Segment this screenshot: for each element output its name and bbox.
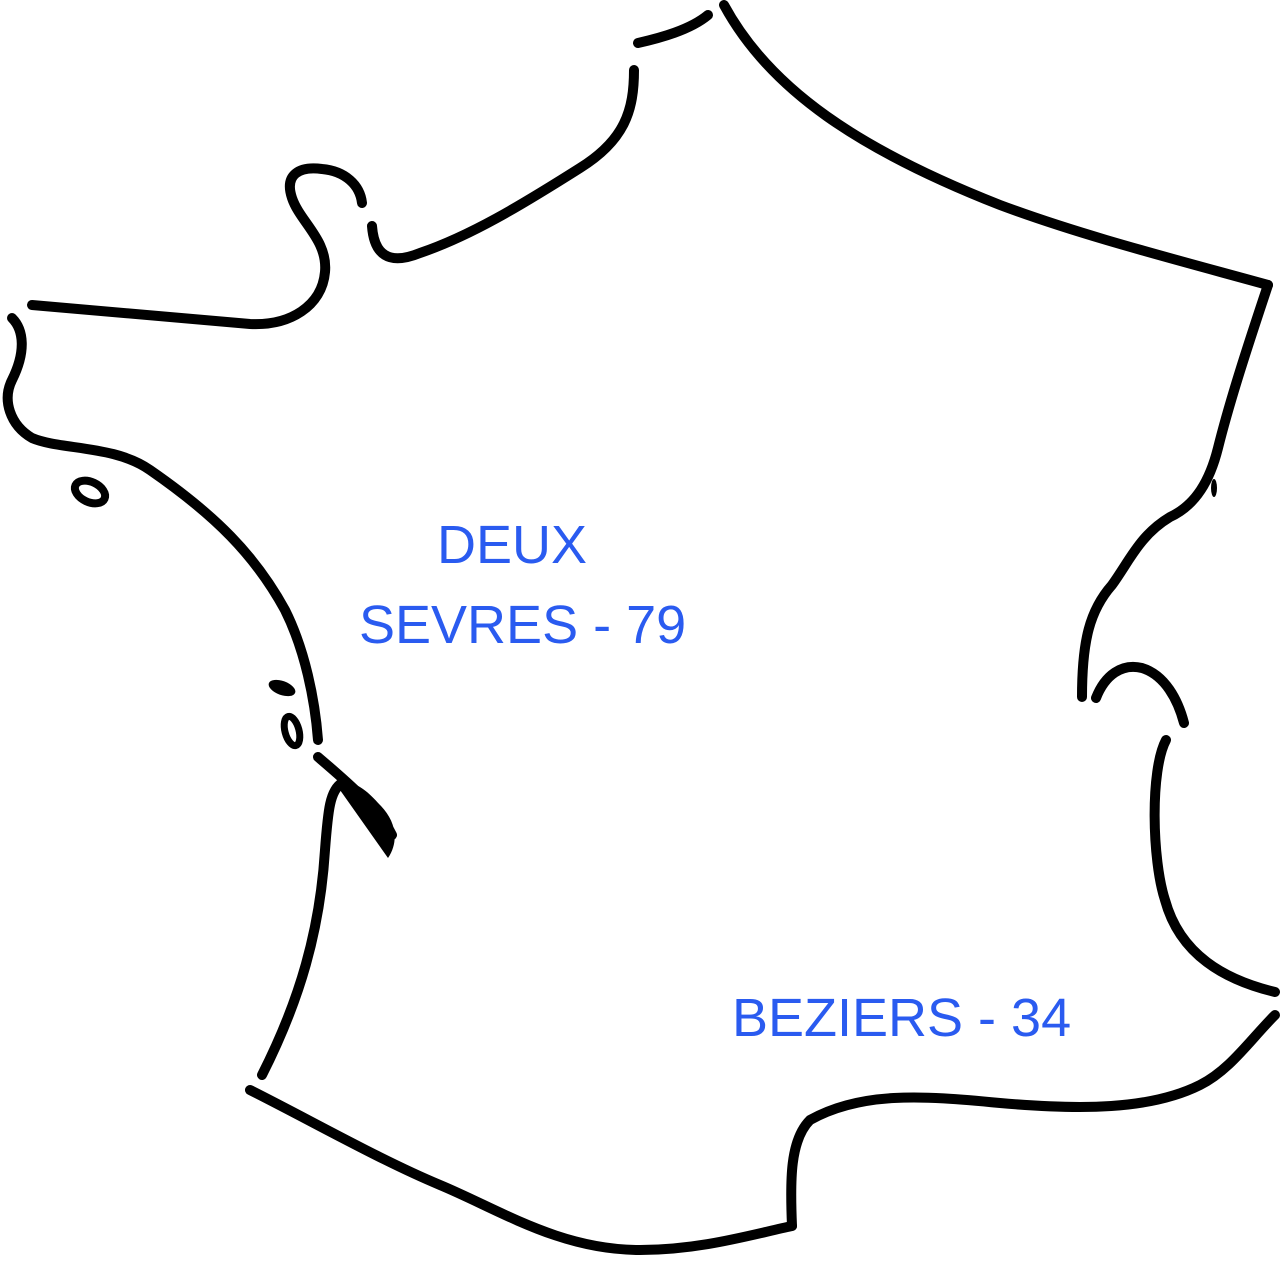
pyrenees-border [245, 1085, 797, 1255]
island-east-dot [1211, 479, 1217, 497]
deux-sevres-label-line1: DEUX [437, 515, 588, 575]
island-re [268, 679, 296, 697]
alps-curl [1091, 661, 1189, 728]
south-east-coast [786, 1010, 1280, 1231]
atlantic-coast [2, 313, 323, 745]
island-oleron [280, 712, 304, 750]
island-belle-ile [70, 476, 110, 508]
north-east-border [719, 0, 1273, 290]
north-shoulder [633, 10, 713, 48]
beziers-label: BEZIERS - 34 [732, 988, 1072, 1048]
east-border [1077, 280, 1273, 702]
deux-sevres-label-line2: SEVRES - 79 [359, 595, 687, 655]
north-west-coastline [27, 163, 367, 330]
south-west-coast [257, 778, 347, 1080]
north-coastline [367, 65, 639, 264]
alps-border [1149, 735, 1280, 997]
gironde-estuary [340, 784, 395, 858]
